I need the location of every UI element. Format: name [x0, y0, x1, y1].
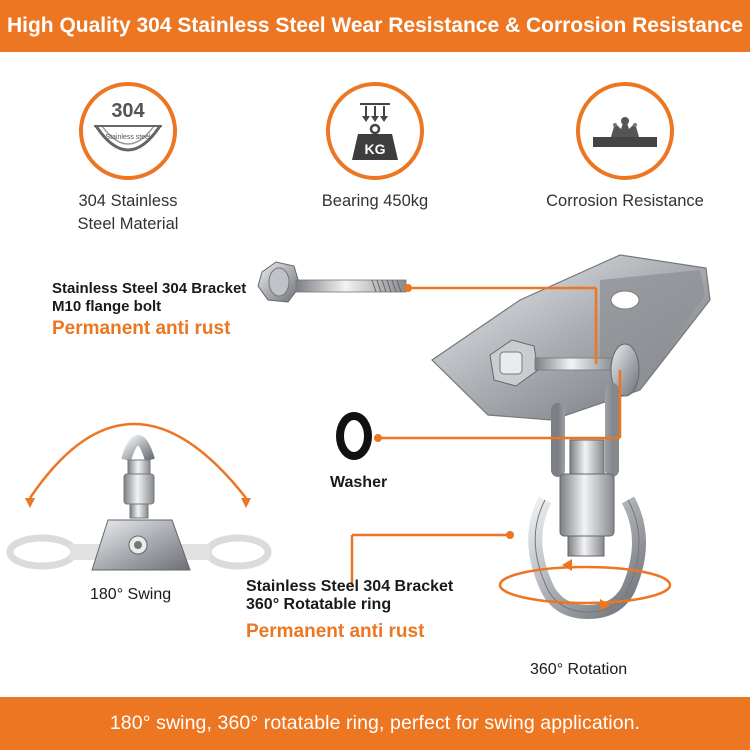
ring-label: Stainless Steel 304 Bracket 360° Rotatab…: [246, 578, 453, 614]
rotation-arrows: [498, 559, 672, 611]
feature-corrosion: Corrosion Resistance: [535, 82, 715, 213]
washer-label: Washer: [330, 474, 388, 491]
feature-caption: Corrosion Resistance: [546, 192, 704, 210]
badge-text: Stainless steel: [105, 134, 151, 141]
footer-text: 180° swing, 360° rotatable ring, perfect…: [109, 712, 641, 734]
swing-label: 180° Swing: [90, 586, 172, 603]
bolt-anti-rust-label: Permanent anti rust: [52, 318, 231, 339]
badge-number: 304: [111, 100, 145, 122]
badge-kg-text: KG: [365, 141, 386, 157]
corrosion-resistance-icon: [576, 82, 674, 180]
stainless-steel-304-icon: 304 Stainless steel: [79, 82, 177, 180]
bolt-label-line1: Stainless Steel 304 Bracket: [52, 280, 247, 297]
swing-hanger-bracket: [431, 254, 711, 421]
feature-stainless-steel: 304 Stainless steel 304 Stainless Steel …: [38, 82, 218, 236]
ring-label-line2: 360° Rotatable ring: [246, 596, 392, 613]
callout-lines: [350, 286, 622, 585]
footer-banner: 180° swing, 360° rotatable ring, perfect…: [0, 697, 750, 750]
feature-caption: Bearing 450kg: [321, 192, 429, 210]
header-banner: High Quality 304 Stainless Steel Wear Re…: [0, 0, 750, 52]
bolt-label: Stainless Steel 304 Bracket M10 flange b…: [52, 280, 246, 316]
swing-demo: [6, 422, 272, 571]
weight-kg-icon: KG: [326, 82, 424, 180]
flange-bolt: [257, 261, 407, 303]
swivel-joint: [528, 383, 646, 620]
ring-label-line1: Stainless Steel 304 Bracket: [246, 578, 454, 595]
header-title: High Quality 304 Stainless Steel Wear Re…: [6, 14, 744, 37]
ring-anti-rust-label: Permanent anti rust: [246, 621, 425, 642]
feature-caption: 304 Stainless Steel Material: [77, 192, 179, 233]
bolt-label-line2: M10 flange bolt: [52, 298, 162, 315]
washer-icon: [336, 412, 372, 460]
rotation-label: 360° Rotation: [530, 661, 628, 678]
product-illustration: [6, 254, 711, 620]
feature-bearing: KG Bearing 450kg: [285, 82, 465, 213]
